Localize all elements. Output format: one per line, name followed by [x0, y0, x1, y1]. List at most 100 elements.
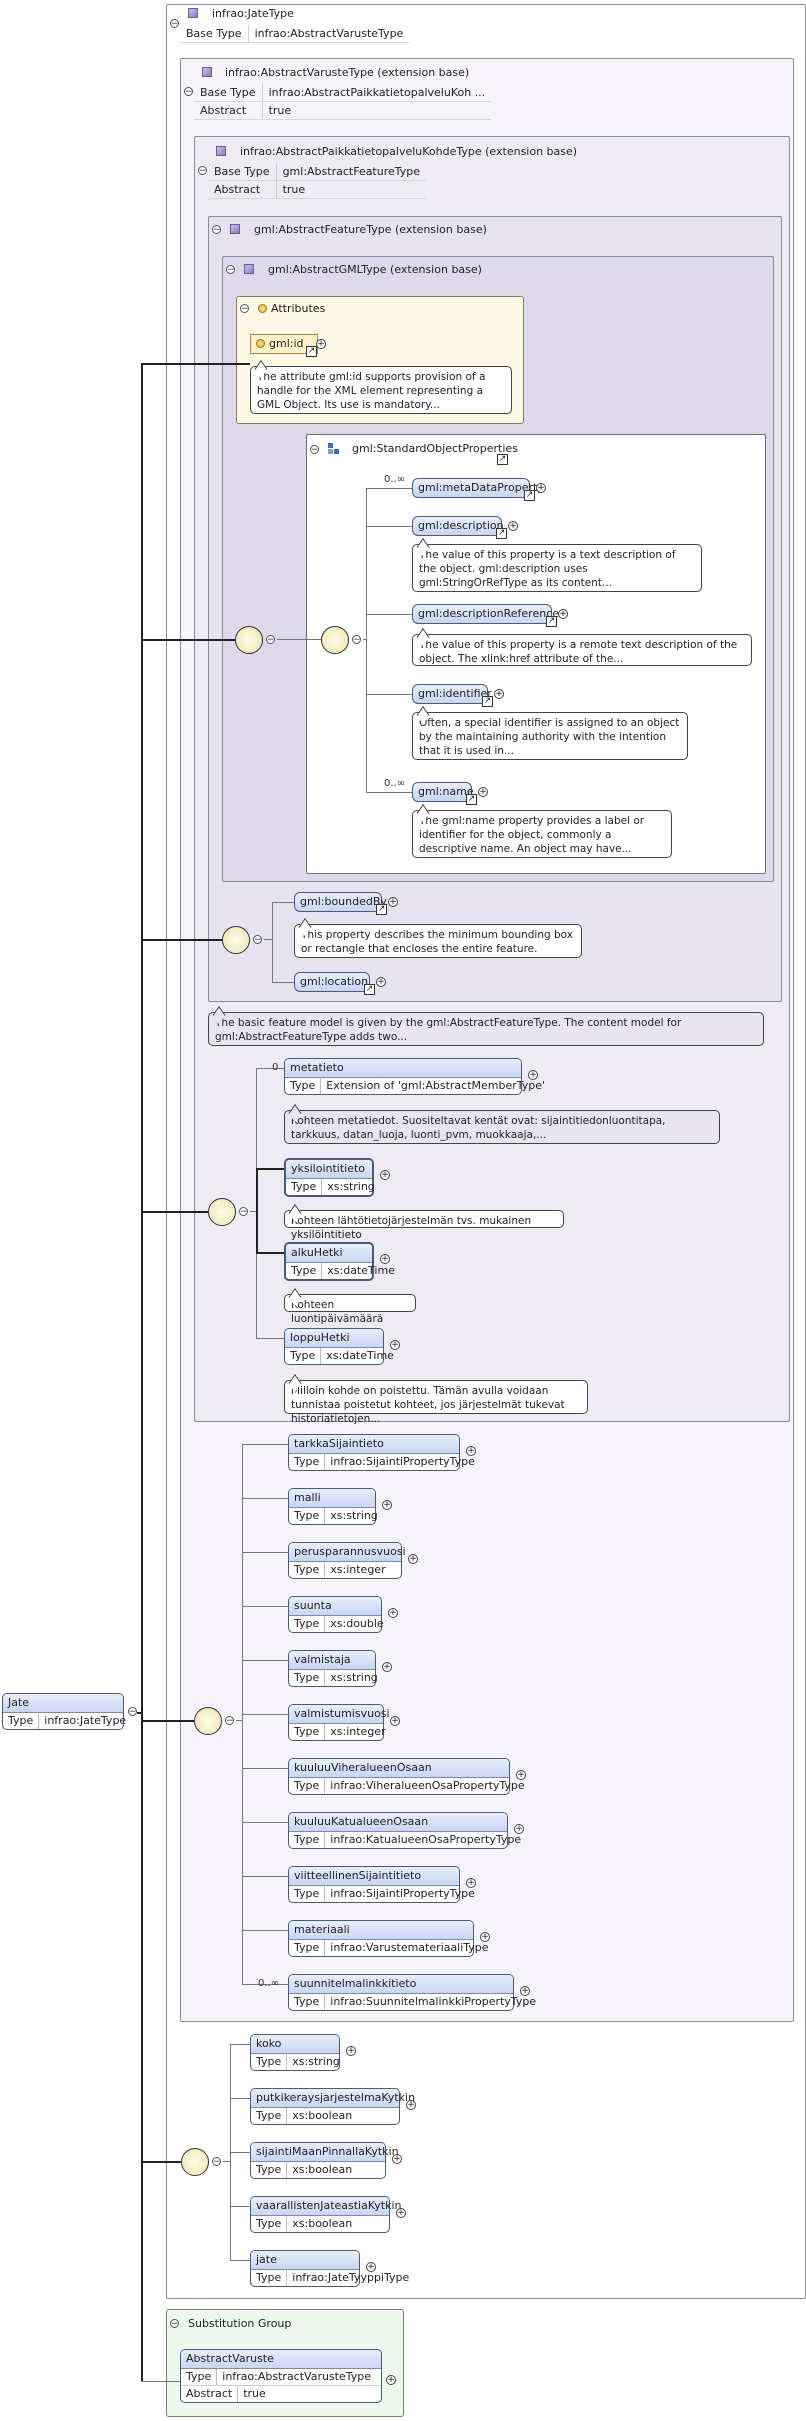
- jate-type-collapse-toggle[interactable]: −: [170, 19, 179, 29]
- std-props-sequence-toggle[interactable]: −: [352, 635, 361, 645]
- gml-id-attribute[interactable]: gml:id: [250, 334, 318, 354]
- loppuhetki-plus-icon[interactable]: +: [390, 1340, 400, 1350]
- std-props-expand-icon[interactable]: ↗: [497, 454, 508, 465]
- suunta-plus-icon[interactable]: +: [388, 1608, 398, 1618]
- abstract-varuste-collapse-toggle[interactable]: −: [184, 87, 193, 97]
- attributes-title: Attributes: [258, 302, 325, 315]
- description-element[interactable]: gml:description: [412, 516, 504, 536]
- branch-line: [230, 2098, 250, 2099]
- jate-root-collapse-toggle[interactable]: −: [128, 1707, 137, 1717]
- descriptionreference-element[interactable]: gml:descriptionReference: [412, 604, 559, 624]
- kuuluukatualueenosaan-plus-icon[interactable]: +: [514, 1824, 524, 1834]
- description-plus-icon[interactable]: +: [508, 521, 518, 531]
- location-plus-icon[interactable]: +: [376, 977, 386, 987]
- metadataproperty-plus-icon[interactable]: +: [536, 483, 546, 493]
- attributes-collapse-toggle[interactable]: −: [240, 304, 249, 314]
- varuste-sequence-toggle[interactable]: −: [225, 1716, 234, 1726]
- type-value: xs:integer: [330, 1563, 386, 1576]
- jate-sequence-toggle[interactable]: −: [212, 2157, 221, 2167]
- name-plus-icon[interactable]: +: [478, 787, 488, 797]
- substitution-collapse-toggle[interactable]: −: [170, 2319, 179, 2329]
- metadataproperty-element[interactable]: gml:metaDataProperty: [412, 478, 544, 498]
- identifier-expand-icon[interactable]: ↗: [482, 696, 493, 707]
- alkuhetki-plus-icon[interactable]: +: [380, 1254, 390, 1264]
- kuuluuviheralueenosaan-plus-icon[interactable]: +: [516, 1770, 526, 1780]
- paikka-sequence-toggle[interactable]: −: [239, 1207, 248, 1217]
- jate-plus-icon[interactable]: +: [366, 2262, 376, 2272]
- feature-sequence-icon: [222, 926, 250, 954]
- trunk-to-std-seq-line: [141, 639, 235, 641]
- name-expand-icon[interactable]: ↗: [466, 794, 477, 805]
- jate-root-name: Jate: [3, 1694, 123, 1713]
- type-label: Type: [289, 1724, 326, 1740]
- perusparannusvuosi-plus-icon[interactable]: +: [408, 1554, 418, 1564]
- gml-id-expand-icon[interactable]: ↗: [306, 346, 317, 357]
- vaarallistenjateastiakytkin-plus-icon[interactable]: +: [396, 2208, 406, 2218]
- location-element[interactable]: gml:location: [294, 972, 370, 992]
- name-element[interactable]: gml:name: [412, 782, 474, 802]
- type-value: infrao:SijaintiPropertyType: [330, 1887, 475, 1900]
- type-label: Type: [251, 2162, 288, 2178]
- descriptionreference-expand-icon[interactable]: ↗: [546, 616, 557, 627]
- metatieto-plus-icon[interactable]: +: [528, 1070, 538, 1080]
- abstract-value: true: [243, 2387, 266, 2400]
- valmistaja-plus-icon[interactable]: +: [382, 1662, 392, 1672]
- abstract-paikka-collapse-toggle[interactable]: −: [198, 166, 207, 176]
- metadataproperty-expand-icon[interactable]: ↗: [524, 490, 535, 501]
- gml-type-sequence-toggle[interactable]: −: [266, 635, 275, 645]
- location-expand-icon[interactable]: ↗: [364, 984, 375, 995]
- bounded-by-documentation: This property describes the minimum boun…: [294, 924, 582, 958]
- koko-plus-icon[interactable]: +: [346, 2046, 356, 2056]
- gml-id-plus-icon[interactable]: +: [316, 339, 326, 349]
- type-label: Type: [285, 1078, 322, 1094]
- type-label: Type: [289, 1562, 326, 1578]
- viitteellinensijaintitieto-plus-icon[interactable]: +: [466, 1878, 476, 1888]
- putkikeraysjarjestelmakytkin-plus-icon[interactable]: +: [406, 2100, 416, 2110]
- identifier-element[interactable]: gml:identifier: [412, 684, 492, 704]
- malli-plus-icon[interactable]: +: [382, 1500, 392, 1510]
- abstract-varuste-plus-icon[interactable]: +: [386, 2375, 396, 2385]
- valmistumisvuosi-plus-icon[interactable]: +: [390, 1716, 400, 1726]
- identifier-plus-icon[interactable]: +: [494, 689, 504, 699]
- bounded-by-element[interactable]: gml:boundedBy: [294, 892, 387, 912]
- feature-sequence-toggle[interactable]: −: [253, 935, 262, 945]
- description-expand-icon[interactable]: ↗: [496, 528, 507, 539]
- std-props-collapse-toggle[interactable]: −: [310, 445, 319, 455]
- type-label: Type: [289, 1508, 326, 1524]
- loppuhetki-documentation: Milloin kohde on poistettu. Tämän avulla…: [284, 1380, 588, 1425]
- materiaali-plus-icon[interactable]: +: [480, 1932, 490, 1942]
- abstract-gml-collapse-toggle[interactable]: −: [226, 265, 235, 275]
- bounded-by-expand-icon[interactable]: ↗: [376, 904, 387, 915]
- tarkkasijaintieto-plus-icon[interactable]: +: [466, 1446, 476, 1456]
- bounded-by-plus-icon[interactable]: +: [388, 897, 398, 907]
- abstract-feature-collapse-toggle[interactable]: −: [212, 225, 221, 235]
- complex-type-icon: [230, 224, 240, 234]
- yksilointitieto-plus-icon[interactable]: +: [380, 1170, 390, 1180]
- suunta-name: suunta: [289, 1597, 381, 1616]
- descriptionreference-plus-icon[interactable]: +: [558, 609, 568, 619]
- sijaintimaanpinnallakytkin-plus-icon[interactable]: +: [392, 2154, 402, 2164]
- suunnitelmalinkkitieto-plus-icon[interactable]: +: [520, 1986, 530, 1996]
